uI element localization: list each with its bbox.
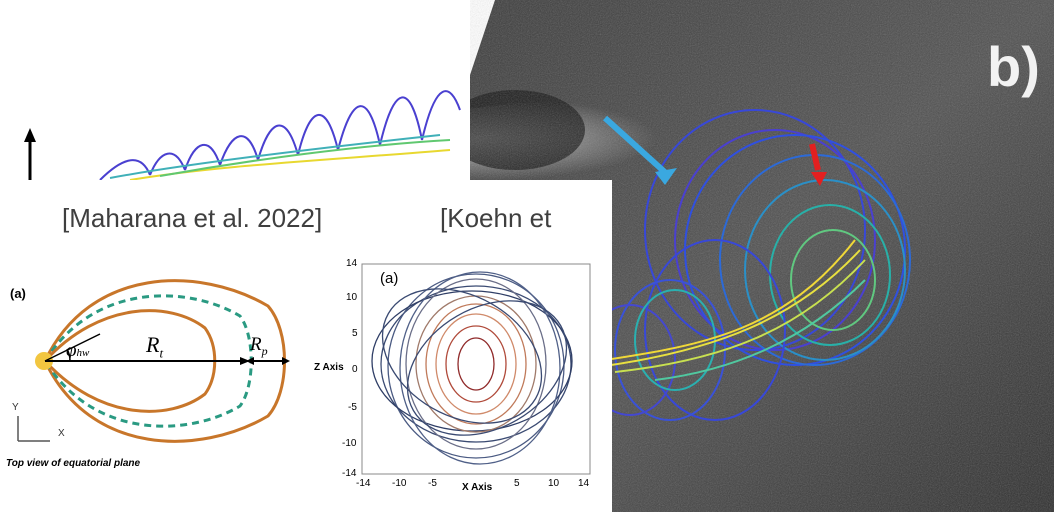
flux-rope-3d <box>361 263 591 475</box>
y-axis-label: Y <box>12 402 19 413</box>
figure-maharana: (a) φhw Rt Rp Y X Top view of equatorial… <box>0 256 300 486</box>
x-axis-label: X Axis <box>462 482 493 493</box>
x-tick: -5 <box>428 478 437 489</box>
figure-koehn: (a) Z Axis X Axis 14 10 5 0 -5 -10 -14 -… <box>312 256 610 512</box>
x-tick: 10 <box>548 478 560 489</box>
helix-strip-image <box>0 0 470 182</box>
panel-b-label: b) <box>987 35 1040 98</box>
citation-maharana: [Maharana et al. 2022] <box>62 203 323 233</box>
x-tick: 5 <box>514 478 520 489</box>
red-arrow <box>809 143 821 171</box>
x-tick: 14 <box>578 478 590 489</box>
y-tick: 10 <box>346 292 358 303</box>
fig-b-panel-label: (a) <box>380 270 399 287</box>
blue-arrow <box>602 115 671 178</box>
rp-label: Rp <box>250 334 268 358</box>
y-tick: 0 <box>352 364 358 375</box>
x-tick: -10 <box>392 478 407 489</box>
figure-caption: Top view of equatorial plane <box>6 458 141 469</box>
citation-koehn: [Koehn et <box>440 203 552 233</box>
teardrop-diagram <box>17 279 290 443</box>
x-tick: -14 <box>356 478 371 489</box>
y-tick: 14 <box>346 258 358 269</box>
y-tick: -10 <box>342 438 357 449</box>
phi-label: φhw <box>66 340 90 361</box>
sun-dot <box>35 352 53 370</box>
y-tick: 5 <box>352 328 358 339</box>
y-tick: -5 <box>348 402 357 413</box>
helix-strip <box>0 0 470 182</box>
rt-label: Rt <box>146 332 164 361</box>
x-axis-label: X <box>58 428 65 439</box>
fig-a-panel-label: (a) <box>10 286 26 301</box>
z-axis-label: Z Axis <box>314 362 344 373</box>
y-tick: -14 <box>342 468 357 479</box>
